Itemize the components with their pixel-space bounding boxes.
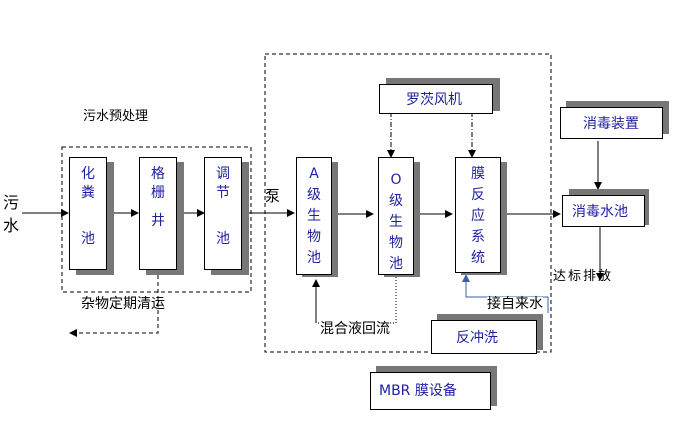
backwash-box[interactable]: 反冲洗 xyxy=(431,320,537,354)
o-tank-label: O 级 生 物 池 xyxy=(389,172,403,272)
sundries-note: 杂物定期清运 xyxy=(81,296,165,312)
equalization-tank-label: 调 节 池 xyxy=(216,166,230,247)
o-tank-box[interactable]: O 级 生 物 池 xyxy=(378,157,414,275)
screen-well-box[interactable]: 格 栅 井 xyxy=(139,157,177,270)
disinfection-tank-label: 消毒水池 xyxy=(572,204,628,220)
mbr-boundary xyxy=(264,53,552,353)
blower-box[interactable]: 罗茨风机 xyxy=(379,84,493,114)
backwash-label: 反冲洗 xyxy=(456,330,498,346)
pretreatment-boundary xyxy=(61,146,252,293)
membrane-label: 膜 反 应 系 统 xyxy=(471,166,485,266)
inflow-label-2: 水 xyxy=(3,216,20,235)
equalization-tank-box[interactable]: 调 节 池 xyxy=(204,157,242,270)
a-tank-label: A 级 生 物 池 xyxy=(307,166,321,266)
recycle-label: 混合液回流 xyxy=(320,321,390,337)
a-tank-box[interactable]: A 级 生 物 池 xyxy=(296,157,332,275)
screen-well-label: 格 栅 井 xyxy=(151,166,165,229)
membrane-box[interactable]: 膜 反 应 系 统 xyxy=(455,157,501,273)
arrow-sundries xyxy=(69,275,159,337)
tap-water-label: 接自来水 xyxy=(487,296,543,312)
mbr-label: MBR 膜设备 xyxy=(379,383,457,399)
septic-tank-box[interactable]: 化 粪 池 xyxy=(69,157,107,270)
arrow-recycle xyxy=(312,277,397,324)
pretreatment-label: 污水预处理 xyxy=(83,109,149,124)
mbr-label-box: MBR 膜设备 xyxy=(370,372,491,410)
disinfection-device-label: 消毒装置 xyxy=(583,116,639,132)
inflow-label-1: 污 xyxy=(3,193,20,212)
disinfection-device-box[interactable]: 消毒装置 xyxy=(560,107,663,139)
disinfection-tank-box[interactable]: 消毒水池 xyxy=(562,195,645,227)
blower-label: 罗茨风机 xyxy=(406,92,462,108)
septic-tank-label: 化 粪 池 xyxy=(81,166,95,247)
pump-label: 泵 xyxy=(265,187,281,205)
discharge-label: 达标排放 xyxy=(553,269,614,284)
